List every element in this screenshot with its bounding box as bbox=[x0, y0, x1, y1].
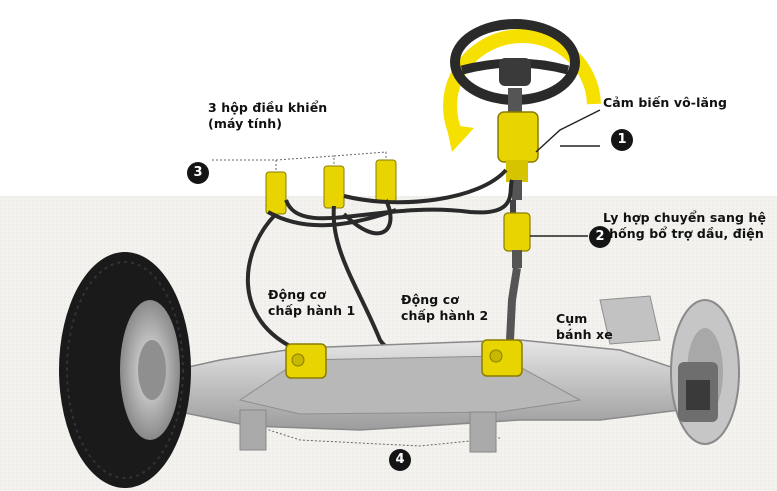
actuator-motor-2 bbox=[481, 339, 523, 377]
actuator1-label-line1: Động cơ bbox=[268, 287, 326, 302]
controllers-label-line2: (máy tính) bbox=[208, 116, 283, 131]
wheel-assembly-label: Cụm bánh xe bbox=[556, 311, 613, 343]
actuator2-label: Động cơ chấp hành 2 bbox=[401, 292, 488, 324]
leader-lines bbox=[212, 151, 501, 447]
actuator2-label-line1: Động cơ bbox=[401, 292, 459, 307]
actuator2-label-line2: chấp hành 2 bbox=[401, 308, 489, 323]
controllers-label: 3 hộp điều khiển (máy tính) bbox=[208, 100, 327, 132]
actuator-motor-1 bbox=[285, 343, 327, 379]
marker-4: 4 bbox=[389, 449, 411, 471]
controllers-label-line1: 3 hộp điều khiển bbox=[208, 100, 328, 115]
actuator1-label: Động cơ chấp hành 1 bbox=[268, 287, 355, 319]
marker-1: 1 bbox=[611, 129, 633, 151]
clutch-label-line1: Ly hợp chuyển sang hệ bbox=[603, 210, 767, 225]
clutch-label-line2: thống bổ trợ dầu, điện bbox=[603, 226, 764, 241]
wheel-assembly-label-line2: bánh xe bbox=[556, 327, 613, 342]
right-wheel-hub bbox=[670, 299, 740, 445]
steering-wheel bbox=[450, 19, 580, 116]
left-tire bbox=[59, 252, 191, 488]
clutch-unit bbox=[503, 200, 531, 341]
rotation-arrow-icon bbox=[443, 28, 601, 152]
marker-2: 2 bbox=[589, 226, 611, 248]
steering-sensor-unit bbox=[497, 111, 539, 200]
steering-sensor-label: Cảm biến vô-lăng bbox=[603, 95, 728, 110]
clutch-label: Ly hợp chuyển sang hệ thống bổ trợ dầu, … bbox=[603, 210, 766, 242]
callout-lines bbox=[530, 109, 601, 237]
wheel-assembly-label-line1: Cụm bbox=[556, 311, 588, 326]
actuator1-label-line2: chấp hành 1 bbox=[268, 303, 356, 318]
marker-3: 3 bbox=[187, 162, 209, 184]
